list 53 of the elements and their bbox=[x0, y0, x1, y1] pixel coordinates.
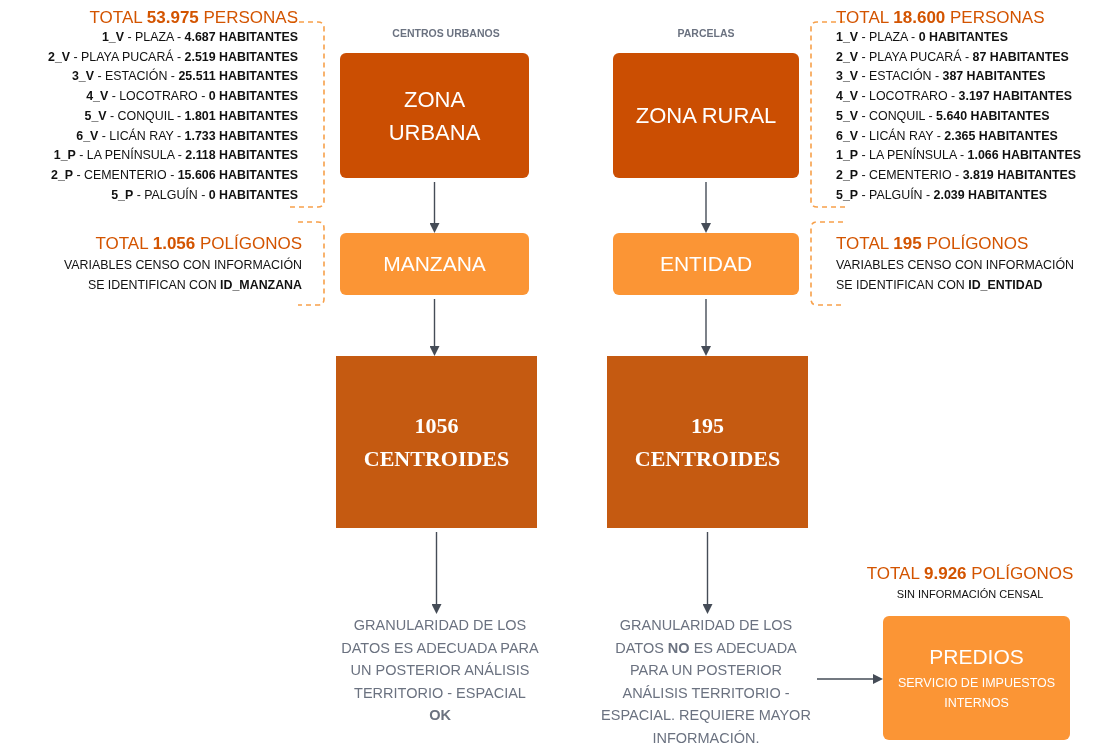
box-label: 1056 CENTROIDES bbox=[362, 412, 511, 473]
population-entry: 2_P - CEMENTERIO - 15.606 HABITANTES bbox=[51, 166, 298, 184]
population-entry: 5_V - CONQUIL - 5.640 HABITANTES bbox=[836, 107, 1050, 125]
column-heading: PARCELAS bbox=[677, 27, 735, 39]
population-entry: 1_V - PLAZA - 0 HABITANTES bbox=[836, 29, 1008, 46]
population-entry: 3_V - ESTACIÓN - 387 HABITANTES bbox=[836, 67, 1046, 86]
annotation-text: VARIABLES CENSO CON INFORMACIÓN SE IDENTIFICAN CON ID_MANZANA bbox=[63, 256, 302, 294]
population-entry: 3_V - ESTACIÓN - 25.511 HABITANTES bbox=[71, 67, 298, 86]
box-label: GRANULARIDAD DE LOS DATOS ES ADECUADA PARA UN POSTERIOR ANÁLISIS TERRITORIO - ESPACIAL bbox=[340, 616, 540, 703]
population-entry: 4_V - LOCOTRARO - 3.197 HABITANTES bbox=[836, 88, 1072, 106]
annotation-text: VARIABLES CENSO CON INFORMACIÓN SE IDENTIFICAN CON ID_ENTIDAD bbox=[836, 256, 1075, 294]
process-box bbox=[883, 616, 1070, 740]
box-label: ZONA RURAL bbox=[634, 102, 778, 130]
population-entry: 6_V - LICÁN RAY - 1.733 HABITANTES bbox=[76, 127, 298, 145]
total-heading: TOTAL 1.056 POLÍGONOS bbox=[95, 234, 302, 254]
arrow bbox=[431, 531, 442, 614]
box-label: MANZANA bbox=[383, 251, 486, 277]
annotation-text: SIN INFORMACIÓN CENSAL bbox=[896, 587, 1044, 602]
box-label: PREDIOS bbox=[929, 644, 1024, 670]
process-box bbox=[336, 356, 537, 528]
total-heading: TOTAL 195 POLÍGONOS bbox=[836, 234, 1029, 254]
arrow bbox=[429, 181, 440, 233]
process-box bbox=[613, 53, 799, 178]
population-entry: 1_V - PLAZA - 4.687 HABITANTES bbox=[101, 29, 298, 46]
population-entry: 2_P - CEMENTERIO - 3.819 HABITANTES bbox=[836, 166, 1077, 184]
arrow bbox=[701, 181, 711, 233]
process-box bbox=[340, 53, 529, 178]
box-subtitle: OK bbox=[429, 706, 451, 726]
arrow bbox=[701, 298, 711, 356]
process-box bbox=[613, 233, 799, 295]
box-subtitle: SERVICIO DE IMPUESTOS INTERNOS bbox=[896, 675, 1057, 712]
population-entry: 4_V - LOCOTRARO - 0 HABITANTES bbox=[86, 88, 298, 106]
total-heading: TOTAL 9.926 POLÍGONOS bbox=[866, 564, 1074, 584]
process-box bbox=[607, 356, 808, 528]
arrow bbox=[429, 298, 440, 356]
total-heading: TOTAL 53.975 PERSONAS bbox=[89, 8, 298, 28]
population-entry: 1_P - LA PENÍNSULA - 1.066 HABITANTES bbox=[836, 146, 1081, 165]
process-box bbox=[340, 233, 529, 295]
total-heading: TOTAL 18.600 PERSONAS bbox=[836, 8, 1045, 28]
population-entry: 2_V - PLAYA PUCARÁ - 87 HABITANTES bbox=[836, 48, 1069, 66]
box-label: ZONA URBANA bbox=[387, 85, 482, 147]
population-entry: 2_V - PLAYA PUCARÁ - 2.519 HABITANTES bbox=[48, 48, 298, 66]
population-entry: 5_V - CONQUIL - 1.801 HABITANTES bbox=[84, 107, 298, 125]
arrow bbox=[702, 531, 713, 614]
arrow bbox=[816, 674, 883, 684]
box-label: GRANULARIDAD DE LOS DATOS NO ES ADECUADA PARA UN POSTERIOR ANÁLISIS TERRITORIO - ESPACIAL. REQUIERE MAYOR INFORMACIÓN. bbox=[600, 616, 812, 748]
population-entry: 1_P - LA PENÍNSULA - 2.118 HABITANTES bbox=[53, 146, 298, 165]
column-heading: CENTROS URBANOS bbox=[392, 27, 500, 39]
box-label: 195 CENTROIDES bbox=[633, 412, 782, 473]
population-entry: 5_P - PALGUÍN - 0 HABITANTES bbox=[111, 186, 298, 204]
population-entry: 6_V - LICÁN RAY - 2.365 HABITANTES bbox=[836, 127, 1058, 145]
box-label: ENTIDAD bbox=[659, 251, 753, 277]
population-entry: 5_P - PALGUÍN - 2.039 HABITANTES bbox=[836, 186, 1047, 204]
